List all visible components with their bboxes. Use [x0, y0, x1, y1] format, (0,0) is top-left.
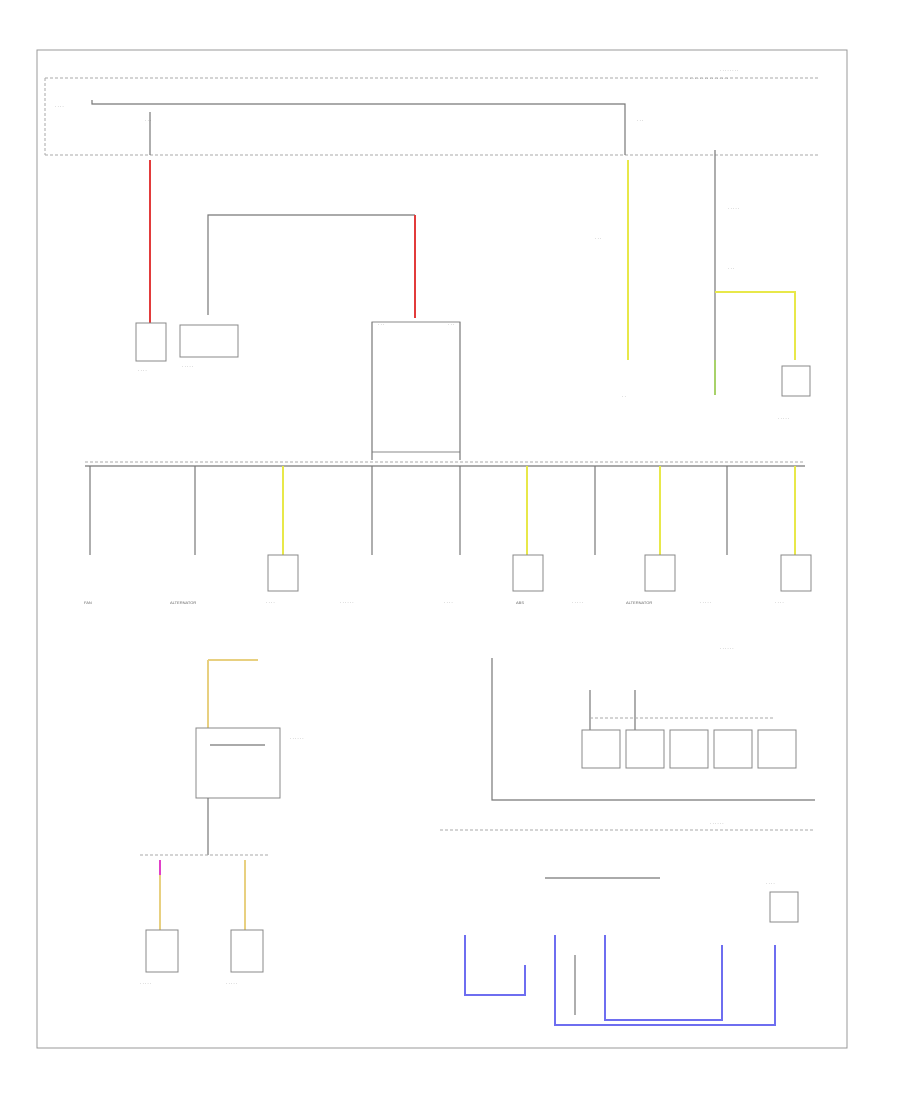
label-alternator: ALTERNATOR [170, 600, 196, 605]
sensor-component-label: · · · · · [778, 416, 789, 421]
battery-label: · · · · [55, 104, 64, 109]
ignition-module [195, 727, 281, 799]
component-relay-left [179, 324, 239, 358]
fuse-box-subtitle: · · · · · · · · · · · · · · · · [690, 76, 728, 81]
ignition-module-label: · · · · · · [290, 736, 304, 741]
bottom-left-label-2: · · · · · [226, 981, 237, 986]
label-branch-7: · · · · · [572, 600, 583, 605]
component-branch-10 [780, 554, 812, 592]
purple-wire-inner-loop [604, 935, 723, 1021]
sensor-label-b: · · · [728, 266, 734, 271]
sub-box-comp-2 [625, 729, 665, 769]
label-branch-4: · · · · · · [340, 600, 354, 605]
yellow-wire-label: · · · [595, 236, 601, 241]
component-relay-label: · · · · · [182, 364, 193, 369]
label-branch-5: · · · · [444, 600, 453, 605]
center-feed-wire [207, 214, 415, 315]
component-bottom-left-1 [145, 929, 179, 973]
yellow-wire-sensor [715, 291, 796, 360]
label-abs: ABS [516, 600, 524, 605]
label-fan: FAN [84, 600, 92, 605]
fuse-box-title: · · · · · · · · [720, 68, 738, 73]
label-branch-3: · · · · [266, 600, 275, 605]
sub-box-comp-5 [757, 729, 797, 769]
battery-feed-bus [91, 100, 626, 112]
yellow-wire-ground-label: · · [622, 394, 626, 399]
center-block-pin-b: · · · [448, 322, 454, 327]
sub-box-fuse-leads [589, 690, 636, 730]
sub-box-title: · · · · · · [720, 646, 734, 651]
label-branch-9: · · · · · [700, 600, 711, 605]
component-sensor-right [781, 365, 811, 397]
label-alternator-2: ALTERNATOR [626, 600, 652, 605]
fuse-label-left: · · · [145, 118, 151, 123]
component-branch-6 [512, 554, 544, 592]
purple-wire-bottom-loop [554, 935, 776, 1026]
bottom-right-component [769, 891, 799, 923]
center-relay-block [371, 321, 461, 453]
sub-box-comp-1 [581, 729, 621, 769]
component-bottom-left-2 [230, 929, 264, 973]
center-block-pin-a: · · · [378, 322, 384, 327]
sub-box-border [491, 658, 815, 801]
component-branch-3 [267, 554, 299, 592]
bottom-right-title: · · · · · · [710, 821, 724, 826]
label-branch-10: · · · · [775, 600, 784, 605]
component-left-fuse [135, 322, 167, 362]
sub-box-comp-4 [713, 729, 753, 769]
component-left-label: · · · · [138, 368, 147, 373]
bottom-left-label-1: · · · · · [140, 981, 151, 986]
sub-box-comp-3 [669, 729, 709, 769]
fuse-label-right: · · · [637, 118, 643, 123]
component-branch-8 [644, 554, 676, 592]
sensor-label-a: · · · · · [728, 206, 739, 211]
diagram-frame [36, 49, 848, 1049]
purple-wire-left-loop [464, 935, 526, 996]
bottom-right-comp-label: · · · · [766, 881, 775, 886]
